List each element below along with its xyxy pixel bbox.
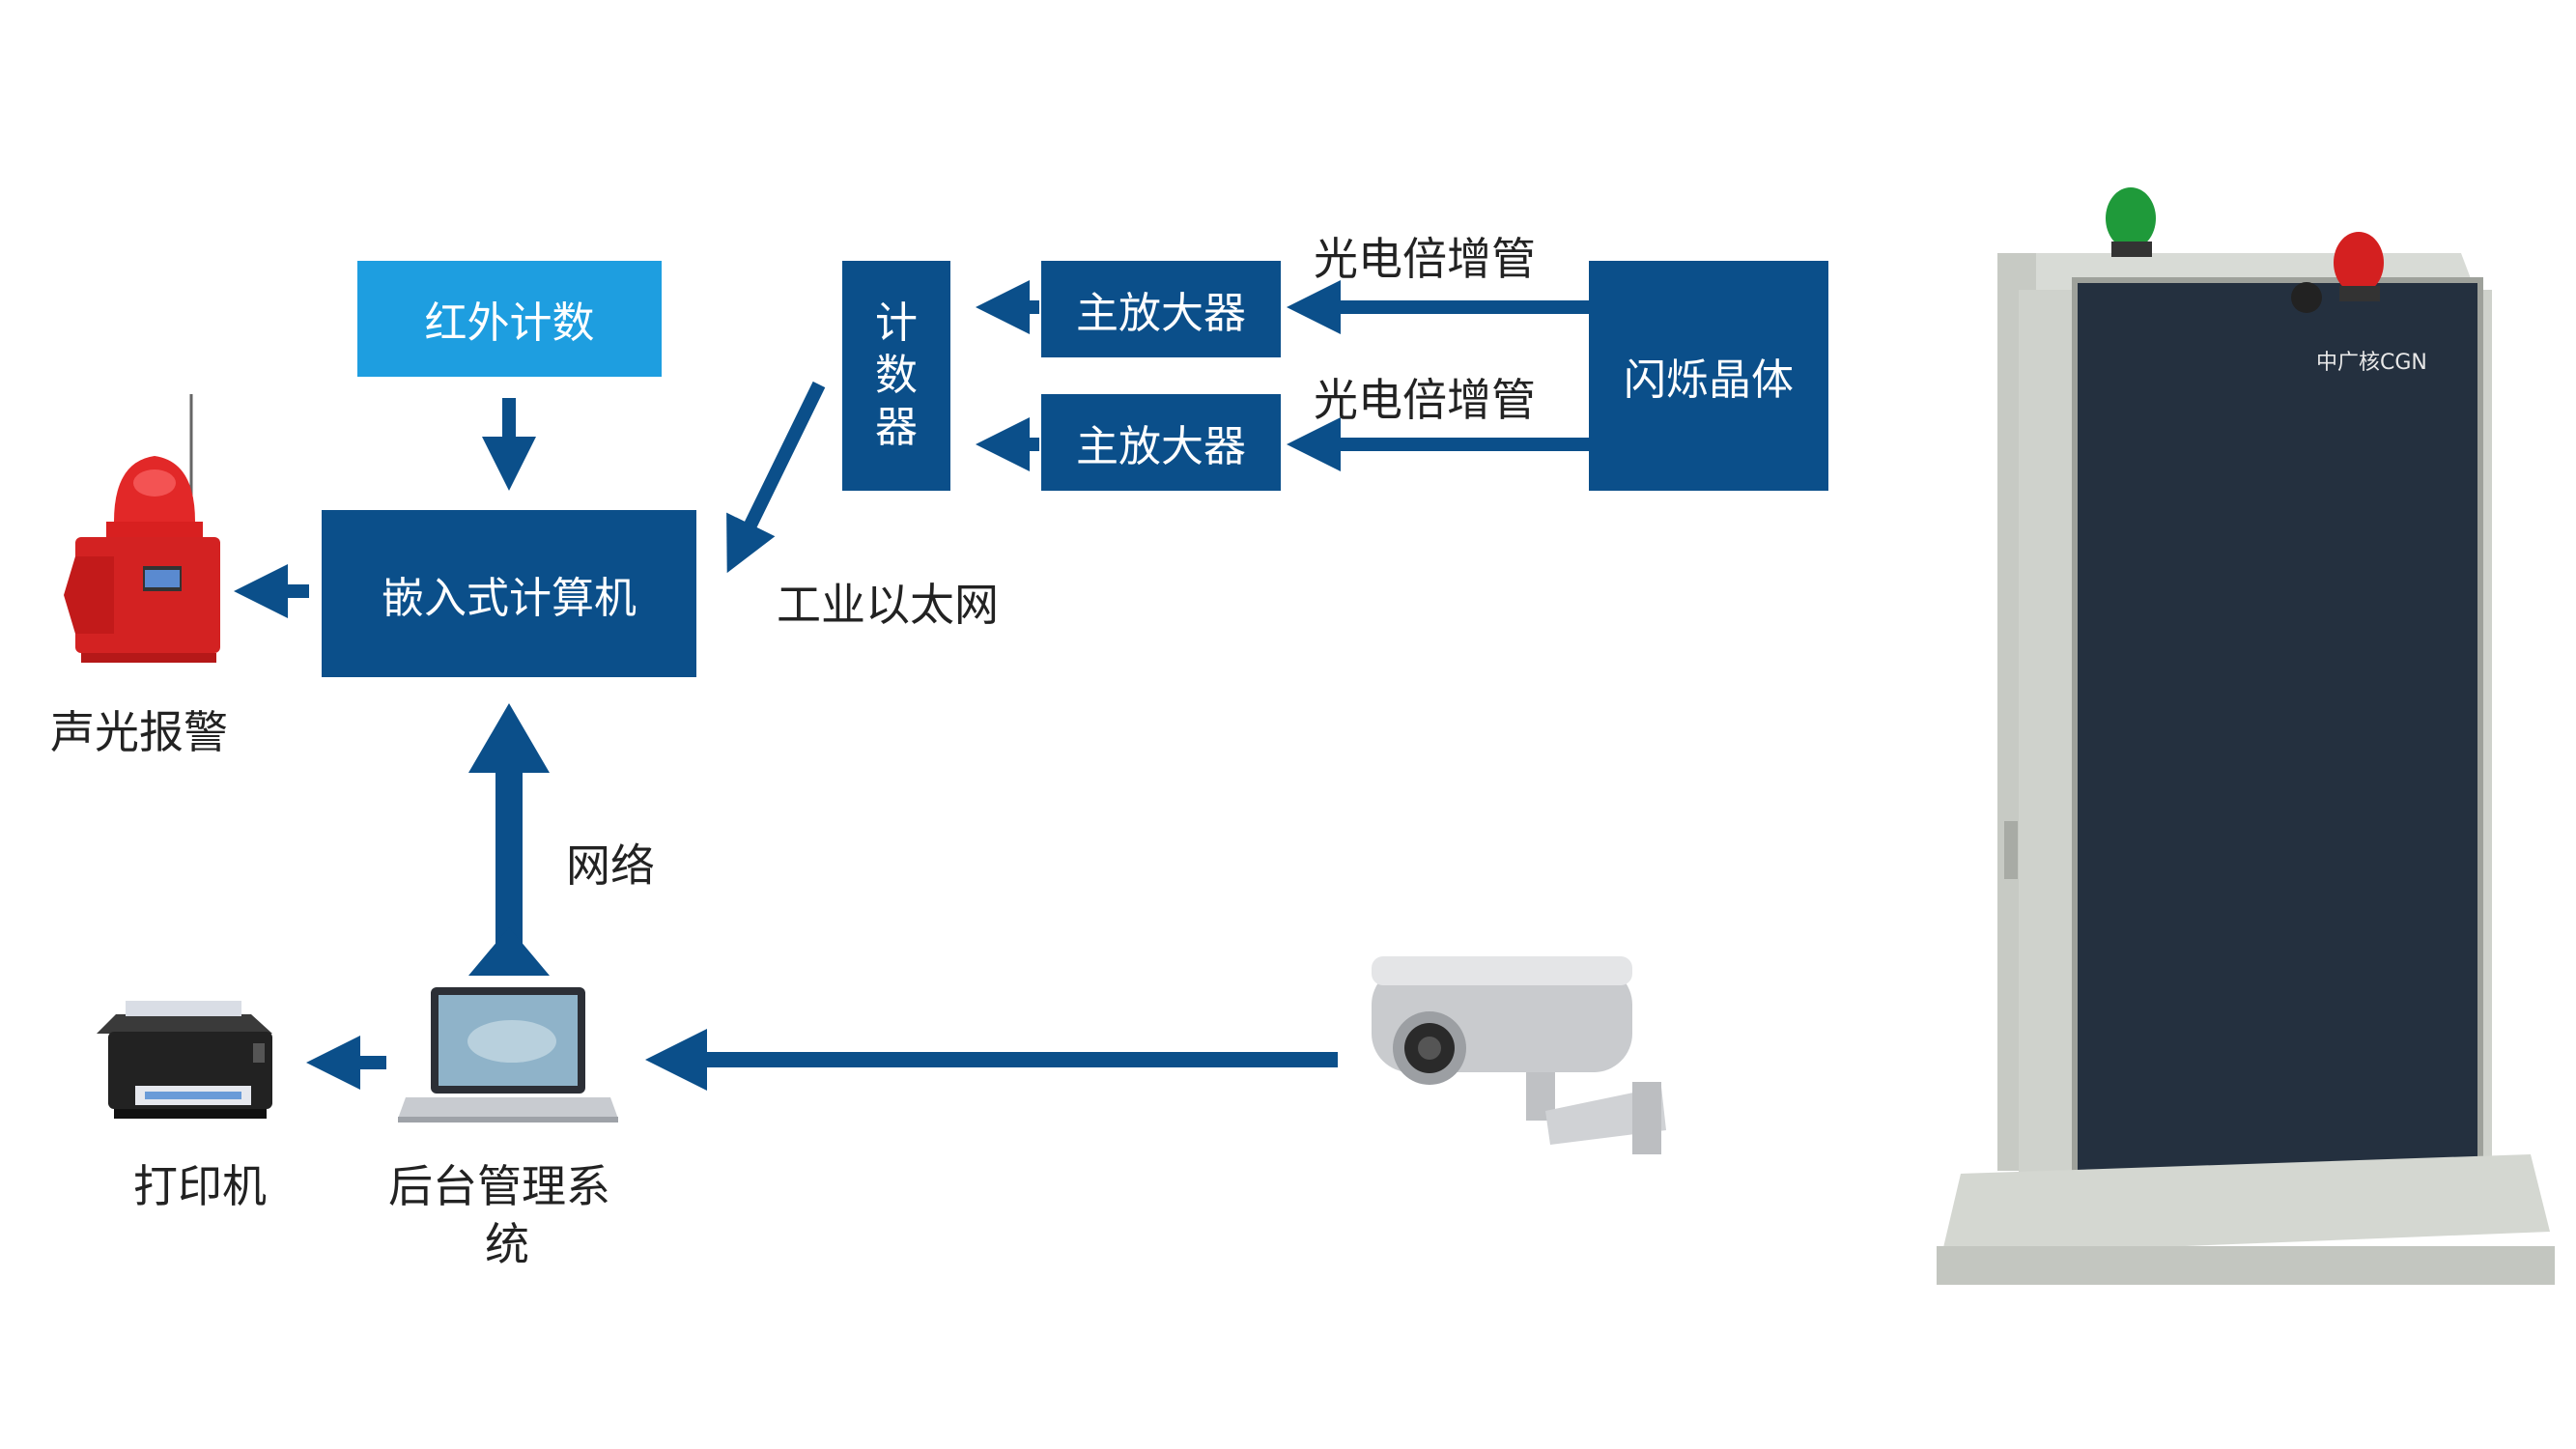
counter-box: 计 数 器 xyxy=(842,261,950,491)
scintillator-box: 闪烁晶体 xyxy=(1589,261,1828,491)
laptop-image xyxy=(398,987,618,1122)
backend-label-line2: 统 xyxy=(485,1218,529,1270)
printer-image xyxy=(97,1001,272,1119)
counter-char-1: 计 xyxy=(875,298,918,348)
main-amplifier-bottom-box: 主放大器 xyxy=(1041,394,1281,491)
backend-label-line1: 后台管理系 xyxy=(388,1160,610,1212)
arrow-counter-to-embedded xyxy=(726,381,826,574)
pmt-bottom-label: 光电倍增管 xyxy=(1314,374,1536,426)
alarm-device-image xyxy=(64,394,220,663)
camera-image xyxy=(1372,956,1666,1154)
counter-char-3: 器 xyxy=(875,403,918,452)
detector-cabinet-image: 中广核CGN xyxy=(1937,187,2555,1285)
embedded-computer-box: 嵌入式计算机 xyxy=(322,510,696,677)
network-label: 网络 xyxy=(566,839,655,892)
printer-label: 打印机 xyxy=(133,1160,267,1212)
main-amplifier-top-box: 主放大器 xyxy=(1041,261,1281,357)
arrow-network-base xyxy=(468,927,550,976)
alarm-label: 声光报警 xyxy=(50,706,228,758)
cabinet-logo: 中广核CGN xyxy=(2316,351,2427,375)
pmt-top-label: 光电倍增管 xyxy=(1314,233,1536,285)
counter-char-2: 数 xyxy=(875,351,918,400)
arrow-network-head xyxy=(468,703,550,773)
ethernet-label: 工业以太网 xyxy=(777,579,999,631)
infrared-count-box: 红外计数 xyxy=(357,261,662,377)
